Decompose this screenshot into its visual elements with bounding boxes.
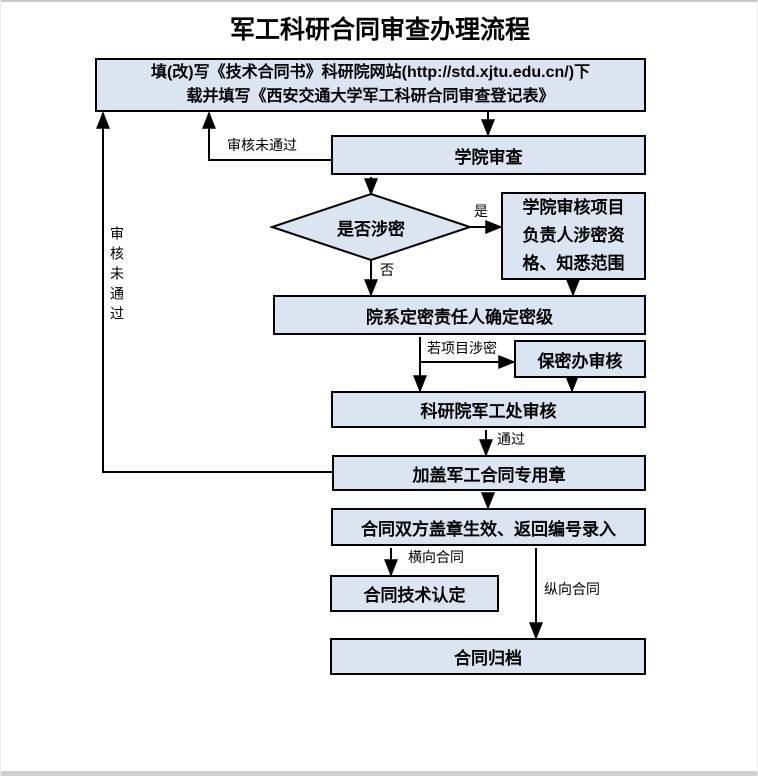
node-contract-archive: 合同归档 bbox=[330, 638, 646, 675]
edge-label-horizontal-contract: 横向合同 bbox=[408, 549, 464, 565]
decision-is-classified: 是否涉密 bbox=[337, 219, 405, 239]
node-college-verify-line2: 负责人涉密资 bbox=[522, 226, 625, 245]
edge-label-no: 否 bbox=[380, 262, 394, 278]
page-title: 军工科研合同审查办理流程 bbox=[229, 16, 530, 44]
node-dept-determine-secrecy-level: 院系定密责任人确定密级 bbox=[273, 295, 646, 335]
node-secrecy-office-review: 保密办审核 bbox=[514, 340, 646, 378]
edge-label-vertical-contract: 纵向合同 bbox=[544, 581, 600, 597]
page-bottom-border bbox=[1, 771, 757, 776]
node-college-review: 学院审查 bbox=[331, 135, 646, 175]
node-fill-technical-contract: 填(改)写《技术合同书》科研院网站(http://std.xjtu.edu.cn… bbox=[95, 58, 646, 112]
node-fill-technical-contract-line1: 填(改)写《技术合同书》科研院网站(http://std.xjtu.edu.cn… bbox=[150, 64, 591, 81]
edge-label-if-project-classified: 若项目涉密 bbox=[427, 340, 497, 356]
page-top-border bbox=[1, 0, 757, 2]
node-stamp-military-contract-seal: 加盖军工合同专用章 bbox=[332, 455, 646, 491]
node-fill-technical-contract-line2: 载并填写《西安交通大学军工科研合同审查登记表》 bbox=[186, 88, 555, 105]
edge-label-review-failed: 审核未通过 bbox=[227, 137, 297, 153]
node-college-verify-line1: 学院审核项目 bbox=[522, 198, 625, 217]
node-contract-effective-number-entry: 合同双方盖章生效、返回编号录入 bbox=[331, 508, 646, 546]
edge-label-pass: 通过 bbox=[497, 431, 525, 447]
node-military-industry-office-review: 科研院军工处审核 bbox=[331, 391, 646, 428]
node-contract-technical-confirmation: 合同技术认定 bbox=[330, 575, 499, 612]
node-college-verify-line3: 格、知悉范围 bbox=[522, 254, 625, 273]
node-college-verify-qualification: 学院审核项目 负责人涉密资 格、知悉范围 bbox=[501, 192, 646, 280]
edge-label-review-failed-vertical: 审核未通过 bbox=[109, 226, 125, 326]
edge-label-yes: 是 bbox=[474, 203, 488, 219]
